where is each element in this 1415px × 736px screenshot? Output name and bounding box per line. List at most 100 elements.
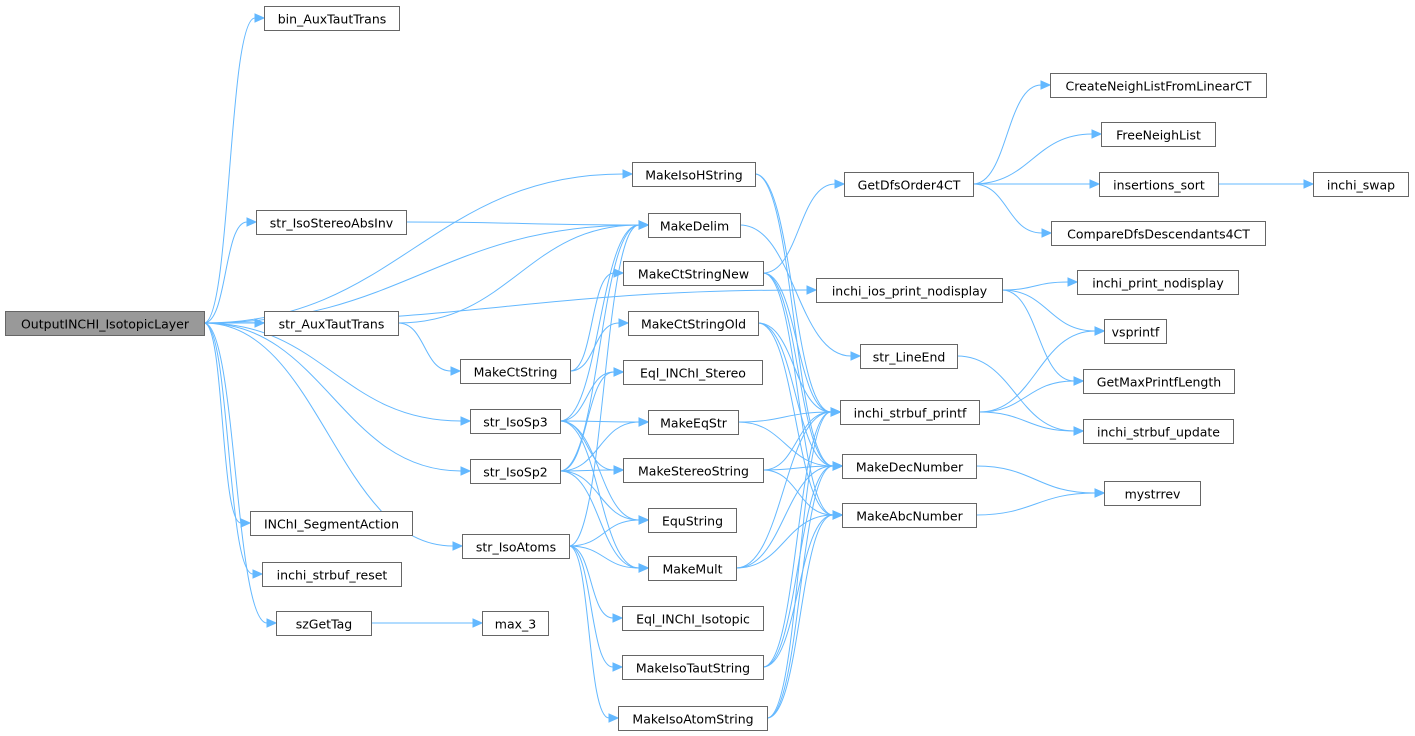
node-label: MakeIsoHString [645, 168, 742, 183]
node-box [1101, 122, 1216, 147]
node-makeisoatomstring[interactable]: MakeIsoAtomString [618, 706, 768, 731]
node-label: MakeMult [662, 562, 722, 577]
edge-line [568, 519, 640, 547]
edge-line [762, 272, 834, 467]
node-label: MakeEqStr [660, 416, 728, 431]
node-box [628, 311, 759, 336]
node-equstring[interactable]: EquString [648, 508, 737, 533]
node-label: inchi_strbuf_update [1097, 425, 1220, 440]
node-bin-auxtauttrans[interactable]: bin_AuxTautTrans [264, 6, 400, 31]
node-label: INChI_SegmentAction [264, 517, 399, 532]
node-str-isosp3[interactable]: str_IsoSp3 [470, 409, 561, 434]
node-box [622, 655, 764, 680]
arrow-head-icon [608, 713, 620, 723]
node-label: insertions_sort [1113, 178, 1205, 193]
arrow-head-icon [1094, 488, 1106, 498]
edge-line [1001, 281, 1069, 291]
node-box [1104, 319, 1167, 344]
arrow-head-icon [240, 518, 252, 528]
node-eql-inchi-stereo[interactable]: Eql_INChI_Stereo [623, 360, 763, 385]
node-box [1083, 419, 1234, 444]
edge-line [568, 545, 614, 619]
edge-n9-n20 [559, 420, 650, 573]
node-label: str_IsoAtoms [476, 540, 556, 555]
node-mystrrev[interactable]: mystrrev [1104, 481, 1201, 506]
node-szgettag[interactable]: szGetTag [276, 611, 372, 636]
node-label: str_IsoSp2 [483, 465, 547, 480]
edge-n10-n17 [559, 417, 650, 472]
edge-line [735, 465, 834, 569]
edge-line [203, 322, 254, 575]
node-label: str_IsoSp3 [483, 415, 547, 430]
node-makeisotautstring[interactable]: MakeIsoTautString [622, 655, 764, 680]
edge-n11-n13 [568, 220, 650, 547]
node-makemult[interactable]: MakeMult [648, 556, 737, 581]
node-outputinchi-isotopiclayer[interactable]: OutputINCHI_IsotopicLayer [5, 311, 205, 336]
node-max-3[interactable]: max_3 [482, 611, 549, 636]
edge-line [972, 133, 1093, 185]
node-box [632, 162, 756, 187]
node-str-isosp2[interactable]: str_IsoSp2 [470, 459, 561, 484]
node-makeeqstr[interactable]: MakeEqStr [648, 410, 739, 435]
node-makectstringnew[interactable]: MakeCtStringNew [623, 261, 764, 286]
node-makeabcnumber[interactable]: MakeAbcNumber [842, 503, 977, 528]
node-str-auxtauttrans[interactable]: str_AuxTautTrans [264, 311, 399, 336]
node-box [648, 508, 737, 533]
arrow-head-icon [613, 465, 625, 475]
arrow-head-icon [638, 563, 650, 573]
node-box [256, 210, 407, 235]
edge-line [978, 330, 1096, 413]
edge-line [757, 322, 834, 467]
node-inchi-strbuf-update[interactable]: inchi_strbuf_update [1083, 419, 1234, 444]
node-inchi-strbuf-reset[interactable]: inchi_strbuf_reset [262, 562, 402, 587]
node-makeisohstring[interactable]: MakeIsoHString [632, 162, 756, 187]
node-vsprintf[interactable]: vsprintf [1104, 319, 1167, 344]
node-getmaxprintflength[interactable]: GetMaxPrintfLength [1083, 369, 1235, 394]
node-box [264, 6, 400, 31]
node-str-isoatoms[interactable]: str_IsoAtoms [462, 534, 570, 559]
edge-line [559, 420, 640, 423]
arrow-head-icon [618, 318, 630, 328]
node-inchi-ios-print-nodisplay[interactable]: inchi_ios_print_nodisplay [816, 278, 1003, 303]
node-makestereostring[interactable]: MakeStereoString [623, 458, 764, 483]
node-str-isostereoabsinv[interactable]: str_IsoStereoAbsInv [256, 210, 407, 235]
node-inchi-strbuf-printf[interactable]: inchi_strbuf_printf [840, 400, 980, 425]
arrow-head-icon [452, 541, 464, 551]
arrow-head-icon [1040, 80, 1052, 90]
node-makectstringold[interactable]: MakeCtStringOld [628, 311, 759, 336]
node-box [276, 611, 372, 636]
edge-n12-n28 [754, 173, 844, 471]
arrow-head-icon [1073, 426, 1085, 436]
edge-line [559, 371, 615, 422]
node-makedecnumber[interactable]: MakeDecNumber [842, 454, 977, 479]
arrow-head-icon [1091, 129, 1103, 139]
arrow-head-icon [472, 618, 484, 628]
node-eql-inchi-isotopic[interactable]: Eql_INChI_Isotopic [622, 606, 764, 631]
edge-n2-n13 [405, 220, 650, 230]
node-inchi-swap[interactable]: inchi_swap [1313, 172, 1409, 197]
edge-line [972, 183, 1043, 234]
node-label: str_IsoStereoAbsInv [270, 216, 394, 231]
node-box [250, 511, 413, 536]
edge-n15-n28 [757, 322, 844, 471]
node-box [1051, 221, 1266, 246]
node-box [842, 503, 977, 528]
node-getdfsorder4ct[interactable]: GetDfsOrder4CT [844, 172, 974, 197]
node-label: Eql_INChI_Isotopic [636, 612, 750, 627]
node-inchi-print-nodisplay[interactable]: inchi_print_nodisplay [1077, 270, 1239, 295]
node-str-lineend[interactable]: str_LineEnd [860, 344, 958, 369]
node-makectstring[interactable]: MakeCtString [460, 359, 571, 384]
edge-n27-n38 [978, 411, 1085, 436]
node-createneighlistfromlinearct[interactable]: CreateNeighListFromLinearCT [1050, 73, 1267, 98]
node-insertions-sort[interactable]: insertions_sort [1099, 172, 1219, 197]
edge-line [762, 411, 832, 668]
node-inchi-segmentaction[interactable]: INChI_SegmentAction [250, 511, 413, 536]
edge-n0-n2 [203, 217, 258, 324]
edge-line [559, 224, 640, 422]
edge-n27-n37 [978, 376, 1085, 413]
node-makedelim[interactable]: MakeDelim [648, 213, 741, 238]
arrow-head-icon [832, 510, 844, 520]
node-freeneighlist[interactable]: FreeNeighList [1101, 122, 1216, 147]
edge-line [569, 272, 615, 372]
node-comparedfsdescendants4ct[interactable]: CompareDfsDescendants4CT [1051, 221, 1266, 246]
